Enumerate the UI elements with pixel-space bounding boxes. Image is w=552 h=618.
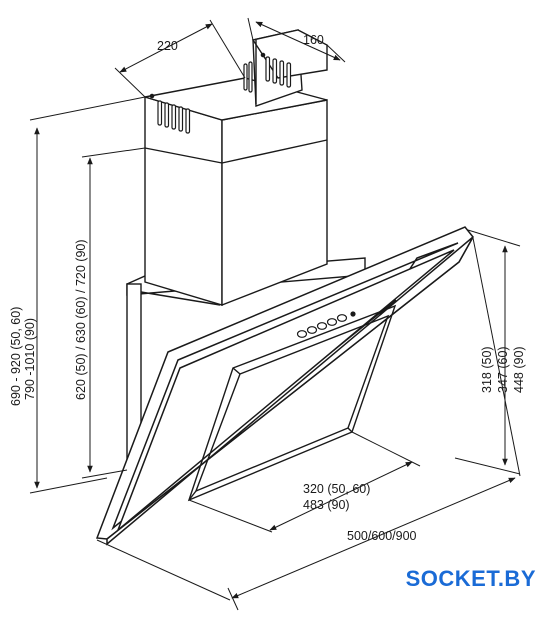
control-buttons (296, 311, 356, 338)
dim-depth-1: 320 (50, 60) (303, 482, 370, 496)
chimney-vent-slots (157, 56, 292, 134)
dim-total-height-line1: 690 - 920 (50, 60) (9, 307, 23, 406)
dim-chimney-depth: 160 (303, 33, 324, 47)
dim-depth-2: 483 (90) (303, 498, 350, 512)
dim-side-height-3: 448 (90) (512, 346, 526, 393)
dim-total-height-line2: 790 -1010 (90) (23, 318, 37, 400)
socket-logo: SOCKET.BY (405, 566, 536, 591)
dim-side-height-1: 318 (50) (480, 346, 494, 393)
dim-chimney-height: 620 (50) / 630 (60) / 720 (90) (74, 239, 88, 400)
dim-chimney-width: 220 (157, 39, 178, 53)
dimension-lines (29, 17, 521, 611)
dim-side-height-2: 347 (60) (496, 346, 510, 393)
chimney (144, 29, 328, 307)
dim-width: 500/600/900 (347, 529, 417, 543)
